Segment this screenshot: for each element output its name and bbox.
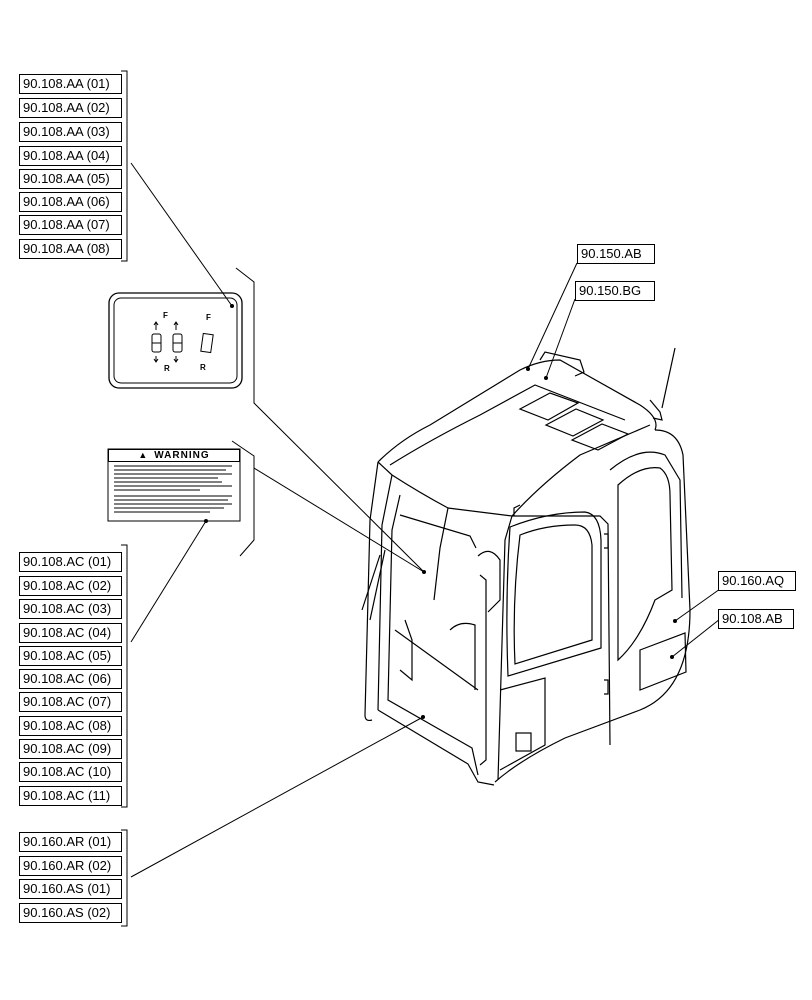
ref-label[interactable]: 90.108.AC (08) [19, 716, 122, 736]
bracket-ar [121, 829, 128, 927]
warning-title-text: WARNING [154, 450, 210, 461]
ref-label[interactable]: 90.108.AA (03) [19, 122, 122, 142]
ref-label[interactable]: 90.108.AC (02) [19, 576, 122, 596]
decal-label-f1: F [163, 311, 168, 320]
ref-label[interactable]: 90.160.AS (01) [19, 879, 122, 899]
leader-160aq [674, 588, 721, 622]
ref-label[interactable]: 90.108.AC (07) [19, 692, 122, 712]
decal-label-r1: R [164, 364, 170, 373]
bracket-aa [121, 70, 128, 262]
warning-title: ▲ WARNING [108, 449, 240, 462]
warning-icon: ▲ [138, 450, 149, 460]
ref-label[interactable]: 90.108.AA (06) [19, 192, 122, 212]
leader-ac [130, 520, 207, 643]
callout-90-150-ab[interactable]: 90.150.AB [577, 244, 655, 264]
cab-roof [377, 347, 676, 517]
ref-label[interactable]: 90.108.AC (11) [19, 786, 122, 806]
decal-leader-bracket [235, 267, 425, 573]
ref-label[interactable]: 90.108.AA (01) [19, 74, 122, 94]
leader-ar [130, 716, 424, 878]
ref-label[interactable]: 90.108.AC (05) [19, 646, 122, 666]
warning-leader-bracket [231, 440, 255, 557]
pattern-selector-decal [108, 292, 243, 389]
ref-label[interactable]: 90.108.AA (04) [19, 146, 122, 166]
leader-aa [130, 162, 233, 307]
ref-label[interactable]: 90.160.AR (01) [19, 832, 122, 852]
bracket-ac [121, 544, 128, 808]
ref-label[interactable]: 90.108.AC (06) [19, 669, 122, 689]
ref-label[interactable]: 90.108.AA (05) [19, 169, 122, 189]
ref-label[interactable]: 90.108.AA (02) [19, 98, 122, 118]
callout-90-150-bg[interactable]: 90.150.BG [575, 281, 655, 301]
ref-label[interactable]: 90.160.AS (02) [19, 903, 122, 923]
ref-label[interactable]: 90.108.AC (04) [19, 623, 122, 643]
callout-90-108-ab[interactable]: 90.108.AB [718, 609, 794, 629]
ref-label[interactable]: 90.108.AC (09) [19, 739, 122, 759]
decal-label-r2: R [200, 363, 206, 372]
warning-leader [253, 467, 425, 573]
ref-label[interactable]: 90.108.AC (03) [19, 599, 122, 619]
ref-label[interactable]: 90.108.AA (08) [19, 239, 122, 259]
ref-label[interactable]: 90.160.AR (02) [19, 856, 122, 876]
cab-frame [361, 461, 501, 786]
leader-108ab [671, 618, 721, 658]
ref-label[interactable]: 90.108.AA (07) [19, 215, 122, 235]
leader-150ab [527, 262, 578, 370]
cab-body [494, 429, 691, 783]
leader-150bg [545, 298, 576, 379]
decal-label-f2: F [206, 313, 211, 322]
callout-90-160-aq[interactable]: 90.160.AQ [718, 571, 796, 591]
ref-label[interactable]: 90.108.AC (01) [19, 552, 122, 572]
ref-label[interactable]: 90.108.AC (10) [19, 762, 122, 782]
